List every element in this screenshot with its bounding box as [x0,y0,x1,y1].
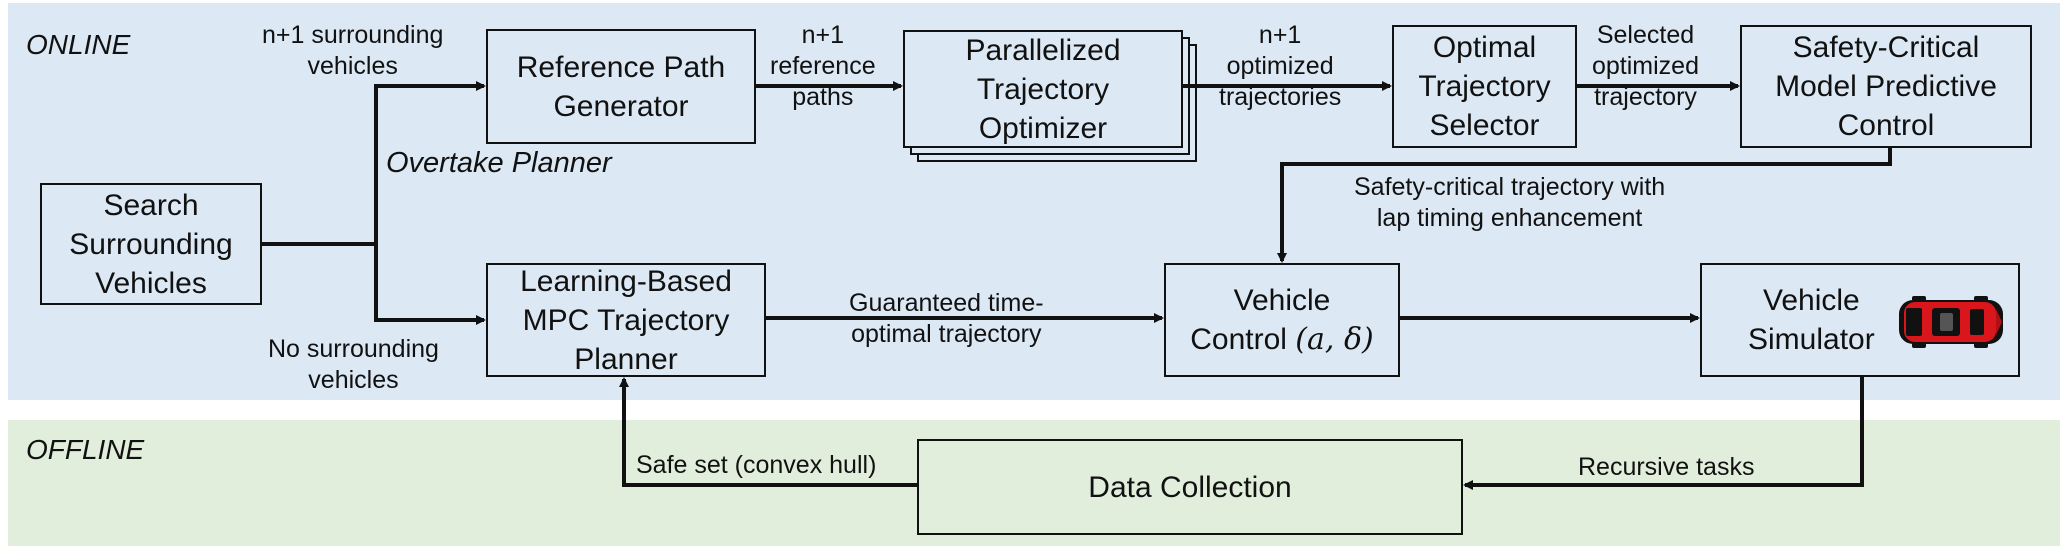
edge-to-learning-mpc [374,244,486,325]
edge-simulator-to-data [1463,377,1864,490]
edge-label-no-surrounding-vehicles: No surrounding vehicles [268,335,439,394]
safety-critical-mpc-box: Safety-Critical Model Predictive Control [1740,25,2032,148]
vehicle-control-label: Vehicle Control [1190,284,1331,356]
edge-scmpc-to-control [1277,148,1892,263]
control-inputs-math: (a, δ) [1295,322,1374,357]
vehicle-simulator-label: Vehicle Simulator [1748,284,1875,356]
optimal-trajectory-selector-box: Optimal Trajectory Selector [1392,25,1577,148]
reference-path-generator-box: Reference Path Generator [486,29,756,144]
edge-label-safe-set: Safe set (convex hull) [636,451,877,479]
parallelized-trajectory-optimizer-box: Parallelized Trajectory Optimizer [903,30,1183,148]
race-car-icon [1899,296,2003,348]
edge-label-reference-paths: n+1 reference paths [770,21,876,111]
search-surrounding-vehicles-box: Search Surrounding Vehicles [40,183,262,305]
edge-to-reference-path [374,81,486,244]
edge-label-optimized-trajectories: n+1 optimized trajectories [1219,21,1342,111]
offline-label: OFFLINE [26,434,145,465]
data-collection-box: Data Collection [917,439,1463,535]
edge-data-to-lmpc [619,377,917,487]
vehicle-control-box: Vehicle Control (a, δ) [1164,263,1400,377]
edge-label-surrounding-vehicles: n+1 surrounding vehicles [262,21,444,80]
edge-label-selected-trajectory: Selected optimized trajectory [1592,21,1699,111]
edge-label-recursive-tasks: Recursive tasks [1578,453,1755,481]
learning-based-mpc-planner-box: Learning-Based MPC Trajectory Planner [486,263,766,377]
edge-label-safety-critical-trajectory: Safety-critical trajectory with lap timi… [1354,173,1666,232]
edge-label-guaranteed-trajectory: Guaranteed time- optimal trajectory [849,289,1044,348]
overtake-planner-label: Overtake Planner [386,147,612,179]
online-label: ONLINE [26,29,131,60]
